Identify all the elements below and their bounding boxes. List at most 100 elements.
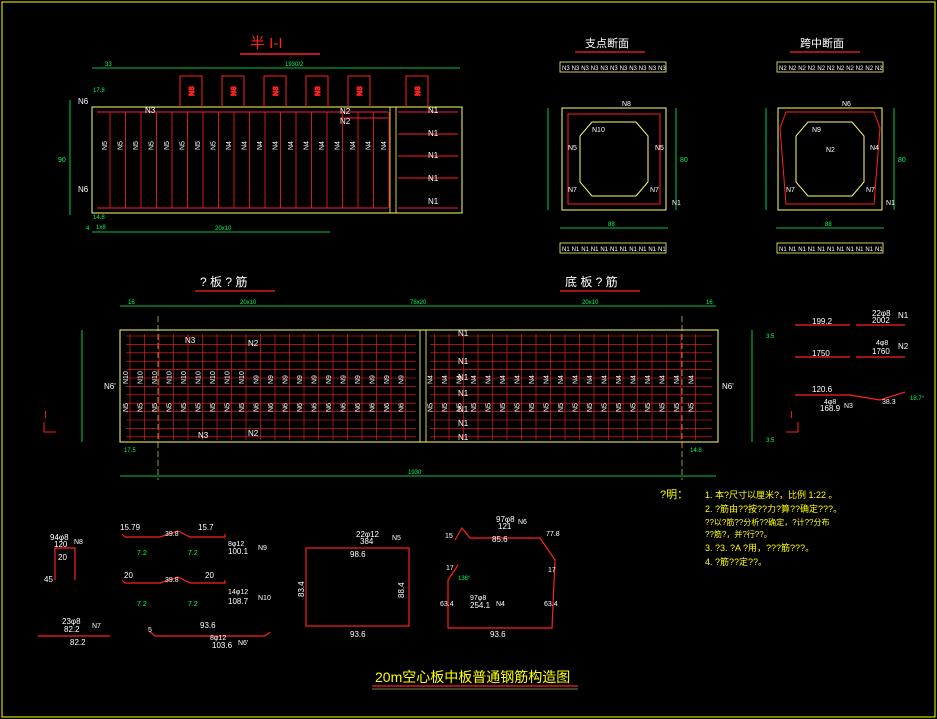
rebar-label: N3 bbox=[591, 66, 599, 72]
svg-text:120: 120 bbox=[54, 540, 68, 549]
rebar-label: N5 bbox=[631, 403, 638, 412]
svg-text:22φ12: 22φ12 bbox=[356, 530, 380, 539]
svg-text:20x10: 20x10 bbox=[240, 300, 257, 306]
rebar-label: N1 bbox=[458, 405, 469, 414]
svg-text:N10: N10 bbox=[592, 127, 605, 134]
svg-text:N7: N7 bbox=[92, 623, 101, 630]
rebar-label: N4 bbox=[471, 375, 478, 384]
rebar-label: N2 bbox=[846, 66, 854, 72]
rebar-label: N5 bbox=[645, 403, 652, 412]
rebar-label: N9 bbox=[326, 375, 333, 384]
rebar-label: N5 bbox=[181, 403, 188, 412]
rebar-label: N4 bbox=[381, 141, 388, 150]
rebar-label: N1 bbox=[572, 247, 580, 253]
svg-text:39.8: 39.8 bbox=[165, 531, 179, 538]
svg-text:N2: N2 bbox=[340, 117, 351, 126]
rebar-label: N10 bbox=[196, 371, 203, 384]
svg-text:4: 4 bbox=[86, 226, 90, 232]
rebar-label: N4 bbox=[319, 141, 326, 150]
rebar-label: N5 bbox=[674, 403, 681, 412]
rebar-label: N5 bbox=[616, 403, 623, 412]
svg-text:N3: N3 bbox=[198, 431, 209, 440]
rebar-label: N4 bbox=[486, 375, 493, 384]
rebar-label: N2 bbox=[865, 66, 873, 72]
rebar-label: N2 bbox=[789, 66, 797, 72]
svg-text:N2: N2 bbox=[248, 429, 259, 438]
svg-text:N6: N6 bbox=[78, 185, 89, 194]
rebar-label: N5 bbox=[457, 403, 464, 412]
rebar-label: N9 bbox=[254, 375, 261, 384]
rebar-label: N5 bbox=[471, 403, 478, 412]
rebar-label: N4 bbox=[226, 141, 233, 150]
bar-schedule-longitudinal: 199.2 22φ8 2002 N1 1750 4φ8 1760 N2 120.… bbox=[795, 309, 925, 413]
svg-text:20x10: 20x10 bbox=[215, 226, 232, 232]
svg-text:93.6: 93.6 bbox=[350, 630, 366, 639]
svg-text:4φ8: 4φ8 bbox=[876, 340, 888, 347]
rebar-label: N4 bbox=[573, 375, 580, 384]
rebar-label: N5 bbox=[515, 403, 522, 412]
rebar-label: N1 bbox=[779, 247, 787, 253]
svg-text:7.2: 7.2 bbox=[137, 550, 147, 557]
rebar-label: N5 bbox=[196, 403, 203, 412]
svg-text:22φ8: 22φ8 bbox=[872, 309, 891, 318]
svg-text:39.8: 39.8 bbox=[165, 577, 179, 584]
svg-text:N3: N3 bbox=[185, 336, 196, 345]
rebar-label: N4 bbox=[350, 141, 357, 150]
rebar-label: N3 bbox=[620, 66, 628, 72]
rebar-label: N1 bbox=[846, 247, 854, 253]
bar-n9: 15.79 39.8 15.7 7.2 7.2 8φ12 100.1 N9 bbox=[120, 523, 267, 557]
rebar-label: N9 bbox=[399, 375, 406, 384]
svg-text:77.8: 77.8 bbox=[546, 531, 560, 538]
rebar-label: N4 bbox=[288, 141, 295, 150]
svg-text:138°: 138° bbox=[458, 576, 471, 582]
svg-text:88: 88 bbox=[825, 222, 832, 228]
bar-n6-n4: 97φ8 121 N6 85.6 77.8 17 15 138° 17 97φ8… bbox=[440, 515, 560, 639]
rebar-label: N4 bbox=[544, 375, 551, 384]
bar-n5: 22φ12 384 N5 98.6 93.6 83.4 88.4 bbox=[297, 530, 410, 639]
svg-text:N1: N1 bbox=[886, 200, 895, 207]
support-section-title: 支点断面 bbox=[585, 36, 629, 50]
svg-text:23φ8: 23φ8 bbox=[62, 617, 81, 626]
rebar-label: N1 bbox=[856, 247, 864, 253]
rebar-label: N1 bbox=[837, 247, 845, 253]
svg-text:17: 17 bbox=[446, 565, 454, 572]
rebar-label: N5 bbox=[442, 403, 449, 412]
rebar-label: N8 bbox=[314, 86, 322, 96]
rebar-label: N8 bbox=[188, 86, 196, 96]
rebar-label: N1 bbox=[458, 433, 469, 442]
rebar-label: N10 bbox=[225, 371, 232, 384]
n8-loop bbox=[179, 75, 203, 107]
svg-text:N1: N1 bbox=[428, 106, 439, 115]
rebar-label: N1 bbox=[827, 247, 835, 253]
svg-text:45: 45 bbox=[44, 575, 53, 584]
svg-text:17.5: 17.5 bbox=[124, 448, 136, 454]
svg-text:I: I bbox=[44, 410, 47, 421]
svg-text:63.4: 63.4 bbox=[544, 601, 558, 608]
bar-n1: 199.2 22φ8 2002 N1 bbox=[795, 309, 909, 326]
svg-text:78x20: 78x20 bbox=[410, 300, 427, 306]
svg-text:8φ12: 8φ12 bbox=[228, 541, 244, 548]
svg-text:16: 16 bbox=[706, 300, 713, 306]
rebar-label: N6 bbox=[370, 403, 377, 412]
rebar-label: N3 bbox=[629, 66, 637, 72]
top-slab-title: ? 板 ? 筋 bbox=[200, 274, 247, 289]
svg-text:98.6: 98.6 bbox=[350, 550, 366, 559]
rebar-label: N2 bbox=[856, 66, 864, 72]
rebar-label: N9 bbox=[283, 375, 290, 384]
rebar-label: N5 bbox=[587, 403, 594, 412]
rebar-label: N5 bbox=[138, 403, 145, 412]
svg-text:20x10: 20x10 bbox=[582, 300, 599, 306]
rebar-label: N5 bbox=[689, 403, 696, 412]
svg-text:N10: N10 bbox=[258, 595, 271, 602]
svg-text:N6': N6' bbox=[238, 640, 248, 647]
svg-text:N6: N6 bbox=[518, 519, 527, 526]
rebar-label: N2 bbox=[827, 66, 835, 72]
rebar-label: N4 bbox=[689, 375, 696, 384]
n8-loop bbox=[263, 75, 287, 107]
rebar-label: N4 bbox=[500, 375, 507, 384]
svg-text:15: 15 bbox=[445, 533, 453, 540]
rebar-label: N1 bbox=[629, 247, 637, 253]
rebar-label: N2 bbox=[875, 66, 883, 72]
